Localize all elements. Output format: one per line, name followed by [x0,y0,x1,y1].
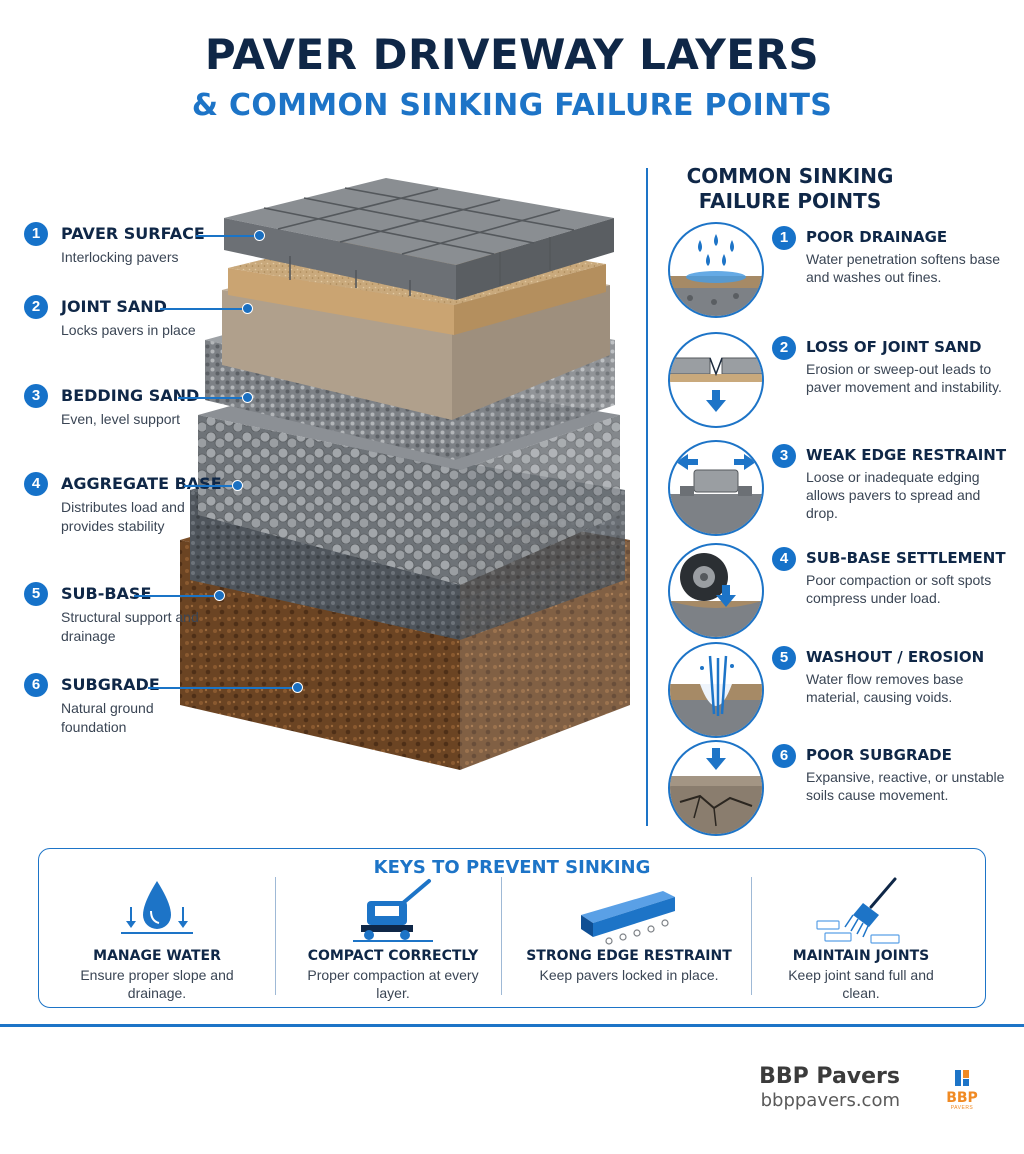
failure-name: WASHOUT / EROSION [806,648,985,666]
layer-stack-illustration [180,178,630,770]
failure-name: SUB-BASE SETTLEMENT [806,549,1006,567]
leader-line [134,595,218,597]
failure-item-sub-base-settlement: 4 SUB-BASE SETTLEMENT Poor compaction or… [668,543,1018,639]
water-drop-icon [121,881,193,934]
key-description: Keep pavers locked in place. [539,967,719,983]
key-description: Keep joint sand full and clean. [788,967,934,1001]
failure-item-loss-of-joint-sand: 2 LOSS OF JOINT SAND Erosion or sweep-ou… [668,332,1018,428]
key-separator [501,877,502,995]
failure-name: WEAK EDGE RESTRAINT [806,446,1007,464]
key-description: Proper compaction at every layer. [307,967,479,1001]
key-strong-edge-restraint: STRONG EDGE RESTRAINT Keep pavers locked… [511,877,747,1005]
failure-item-weak-edge-restraint: 3 WEAK EDGE RESTRAINT Loose or inadequat… [668,440,1018,536]
failure-description: Expansive, reactive, or unstable soils c… [806,769,1005,803]
key-separator [275,877,276,995]
leader-line [178,397,246,399]
layer-description: Locks pavers in place [61,322,196,338]
water-washout-icon [668,642,764,738]
water-drops-icon [668,222,764,318]
failure-number-badge: 5 [772,646,796,670]
layer-name: AGGREGATE BASE [61,474,222,493]
layer-description: Interlocking pavers [61,249,179,265]
failure-description: Loose or inadequate edging allows pavers… [806,469,981,521]
key-name: MANAGE WATER [93,948,221,964]
layer-number-badge: 4 [24,472,48,496]
key-description: Ensure proper slope and drainage. [80,967,234,1001]
failure-number-badge: 3 [772,444,796,468]
leader-dot [232,480,243,491]
layer-description: Even, level support [61,411,181,427]
layer-number-badge: 3 [24,384,48,408]
key-name: COMPACT CORRECTLY [307,948,479,964]
layer-description: Natural ground foundation [61,700,154,735]
layer-name: PAVER SURFACE [61,224,205,243]
cracked-soil-icon [668,740,764,836]
footer-rule [0,1024,1024,1027]
layer-number-badge: 2 [24,295,48,319]
key-name: STRONG EDGE RESTRAINT [526,948,732,964]
failure-points-heading: COMMON SINKING FAILURE POINTS [686,164,894,213]
leader-dot [292,682,303,693]
brand-name: BBP Pavers [759,1064,900,1089]
failure-name: POOR DRAINAGE [806,228,948,246]
leader-dot [254,230,265,241]
broom-icon [816,877,900,944]
logo-mark-icon [955,1070,969,1086]
layer-name: JOINT SAND [61,297,167,316]
leader-line [160,308,246,310]
layer-number-badge: 5 [24,582,48,606]
failure-name: LOSS OF JOINT SAND [806,338,982,356]
layer-description: Structural support and drainage [61,609,199,644]
layer-number-badge: 6 [24,673,48,697]
layer-number-badge: 1 [24,222,48,246]
brand-logo: BBP PAVERS [944,1068,980,1116]
page-subtitle: & COMMON SINKING FAILURE POINTS [191,88,833,123]
failure-description: Water penetration softens base and washe… [806,251,1001,285]
logo-subtext: PAVERS [950,1105,974,1111]
edge-spread-icon [668,440,764,536]
failure-number-badge: 6 [772,744,796,768]
layer-name: SUB-BASE [61,584,152,603]
leader-line [184,485,236,487]
leader-dot [214,590,225,601]
keys-to-prevent-sinking-panel: KEYS TO PREVENT SINKING MANAGE WATER Ens… [38,848,986,1008]
logo-text: BBP [946,1090,978,1106]
leader-line [196,235,258,237]
key-name: MAINTAIN JOINTS [792,948,930,964]
plate-compactor-icon [353,879,433,942]
failure-number-badge: 4 [772,547,796,571]
joint-gap-icon [668,332,764,428]
key-separator [751,877,752,995]
failure-number-badge: 2 [772,336,796,360]
leader-line [148,687,296,689]
brand-url[interactable]: bbppavers.com [760,1090,900,1111]
layer-description: Distributes load and provides stability [61,499,185,534]
key-maintain-joints: MAINTAIN JOINTS Keep joint sand full and… [743,877,979,1005]
edge-restraint-icon [581,891,675,945]
failure-description: Erosion or sweep-out leads to paver move… [806,361,1002,395]
keys-title: KEYS TO PREVENT SINKING [373,857,651,878]
failure-number-badge: 1 [772,226,796,250]
failure-name: POOR SUBGRADE [806,746,952,764]
leader-dot [242,303,253,314]
key-manage-water: MANAGE WATER Ensure proper slope and dra… [39,877,275,1005]
tire-load-icon [668,543,764,639]
failure-description: Water flow removes base material, causin… [806,671,964,705]
leader-dot [242,392,253,403]
key-compact-correctly: COMPACT CORRECTLY Proper compaction at e… [275,877,511,1005]
failure-description: Poor compaction or soft spots compress u… [806,572,992,606]
layer-name: SUBGRADE [61,675,160,694]
layer-name: BEDDING SAND [61,386,200,405]
failure-item-washout-erosion: 5 WASHOUT / EROSION Water flow removes b… [668,642,1018,738]
failure-item-poor-drainage: 1 POOR DRAINAGE Water penetration soften… [668,222,1018,318]
failure-item-poor-subgrade: 6 POOR SUBGRADE Expansive, reactive, or … [668,740,1018,836]
page-title: PAVER DRIVEWAY LAYERS [204,30,820,79]
vertical-divider [646,168,648,826]
